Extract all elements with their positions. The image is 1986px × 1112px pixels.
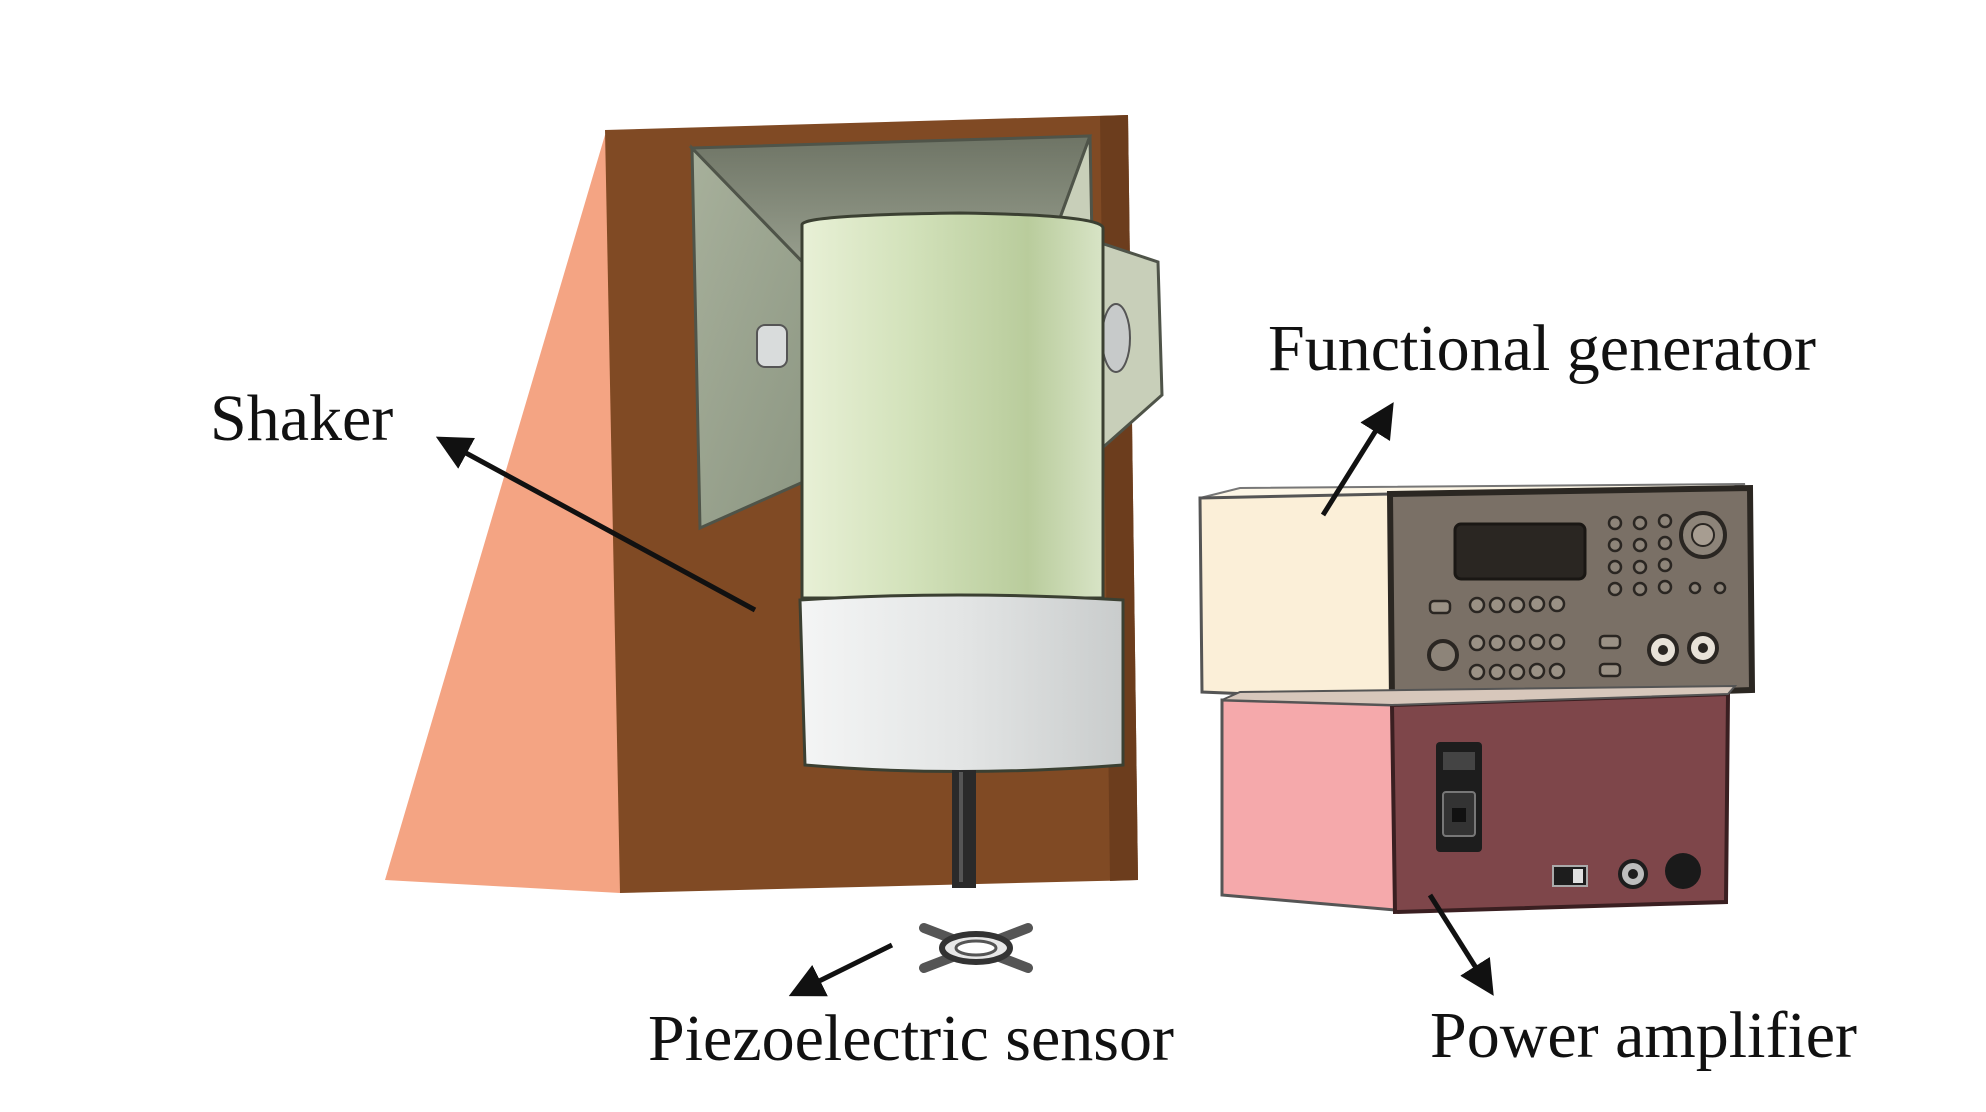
generator-side-face [1198,492,1394,702]
label-functional-generator: Functional generator [1268,312,1816,385]
generator-keypad [1607,513,1727,597]
shaker-device [798,211,1125,888]
label-power-amplifier: Power amplifier [1430,999,1857,1072]
functional-generator-device [1198,483,1756,706]
bracket-right-bolt [1101,303,1131,373]
support-side-face [385,135,620,893]
label-piezoelectric-sensor: Piezoelectric sensor [648,1002,1174,1075]
generator-function-buttons [1428,595,1622,681]
stinger-rod-highlight [959,772,963,882]
amplifier-power-inlet [1436,742,1482,852]
shaker-base [798,593,1125,773]
amplifier-controls [1552,853,1701,889]
generator-output-connectors [1427,632,1719,671]
piezoelectric-sensor-device [919,923,1033,973]
shaker-stinger-rod [952,770,976,888]
functional-generator-arrow [1320,402,1394,517]
generator-knob [1679,511,1727,559]
power-amplifier-arrow [1427,893,1494,996]
annotation-arrows [435,402,1494,997]
shaker-body [800,211,1105,600]
piezoelectric-sensor-arrow [788,942,894,997]
label-shaker: Shaker [210,382,393,455]
power-amplifier-device [1220,684,1738,915]
amplifier-top-edge [1221,684,1738,707]
amplifier-side-face [1220,698,1397,912]
generator-display [1453,522,1587,581]
shaker-arrow [435,436,757,613]
